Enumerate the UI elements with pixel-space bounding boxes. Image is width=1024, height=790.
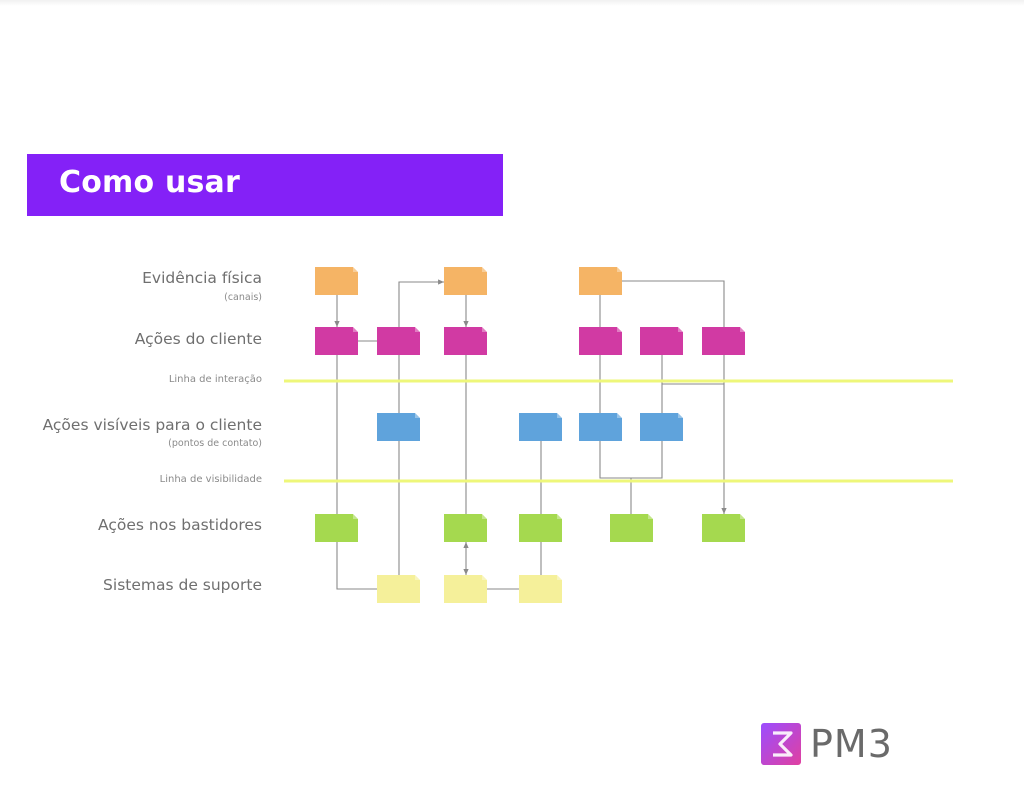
card-evidencia (315, 267, 358, 295)
lane-label-suporte: Sistemas de suporte (103, 576, 262, 594)
card-fold (482, 514, 487, 519)
divider-lines (284, 379, 953, 483)
card-fold (648, 514, 653, 519)
card-fold (482, 575, 487, 580)
connector-line (336, 355, 377, 590)
top-edge (0, 0, 1024, 6)
card-fold (557, 413, 562, 418)
card-suporte (444, 575, 487, 603)
card-fold (617, 267, 622, 272)
lane-label-evidencia: Evidência física (142, 269, 262, 287)
card-fold (617, 327, 622, 332)
card-fold (557, 514, 562, 519)
connector-line (599, 441, 663, 479)
lane-sub-evidencia: (canais) (224, 292, 262, 303)
card-fold (353, 514, 358, 519)
lane-label-bastidores: Ações nos bastidores (98, 516, 262, 534)
connector-line (398, 279, 444, 575)
card-fold (415, 575, 420, 580)
cards (315, 267, 745, 603)
pm3-logo: PM3 (760, 722, 910, 768)
line-label-visibilidade: Linha de visibilidade (159, 474, 262, 485)
page-title: Como usar (59, 165, 240, 200)
card-fold (617, 413, 622, 418)
card-suporte (377, 575, 420, 603)
connectors (334, 279, 727, 590)
line-label-interacao: Linha de interação (168, 374, 262, 385)
card-fold (557, 575, 562, 580)
card-fold (740, 514, 745, 519)
title-banner: Como usar (27, 154, 503, 216)
card-evidencia (579, 267, 622, 295)
card-visiveis (640, 413, 683, 441)
card-fold (678, 327, 683, 332)
card-fold (415, 327, 420, 332)
card-acoes-cliente (640, 327, 683, 355)
card-visiveis (579, 413, 622, 441)
card-fold (482, 327, 487, 332)
lane-label-visiveis: Ações visíveis para o cliente (42, 416, 262, 434)
card-bastidores (519, 514, 562, 542)
card-suporte (519, 575, 562, 603)
card-bastidores (315, 514, 358, 542)
card-fold (415, 413, 420, 418)
card-acoes-cliente (579, 327, 622, 355)
lane-label-acoes-cliente: Ações do cliente (134, 330, 262, 348)
connector-line (621, 280, 727, 514)
card-acoes-cliente (444, 327, 487, 355)
card-acoes-cliente (377, 327, 420, 355)
card-fold (678, 413, 683, 418)
card-acoes-cliente (702, 327, 745, 355)
card-visiveis (519, 413, 562, 441)
card-bastidores (444, 514, 487, 542)
card-fold (353, 267, 358, 272)
card-fold (482, 267, 487, 272)
card-fold (353, 327, 358, 332)
card-acoes-cliente (315, 327, 358, 355)
pm3-logo-icon (761, 723, 801, 765)
card-fold (740, 327, 745, 332)
card-visiveis (377, 413, 420, 441)
card-bastidores (702, 514, 745, 542)
logo-text: PM3 (810, 722, 893, 766)
card-evidencia (444, 267, 487, 295)
lane-sub-visiveis: (pontos de contato) (168, 438, 262, 449)
card-bastidores (610, 514, 653, 542)
